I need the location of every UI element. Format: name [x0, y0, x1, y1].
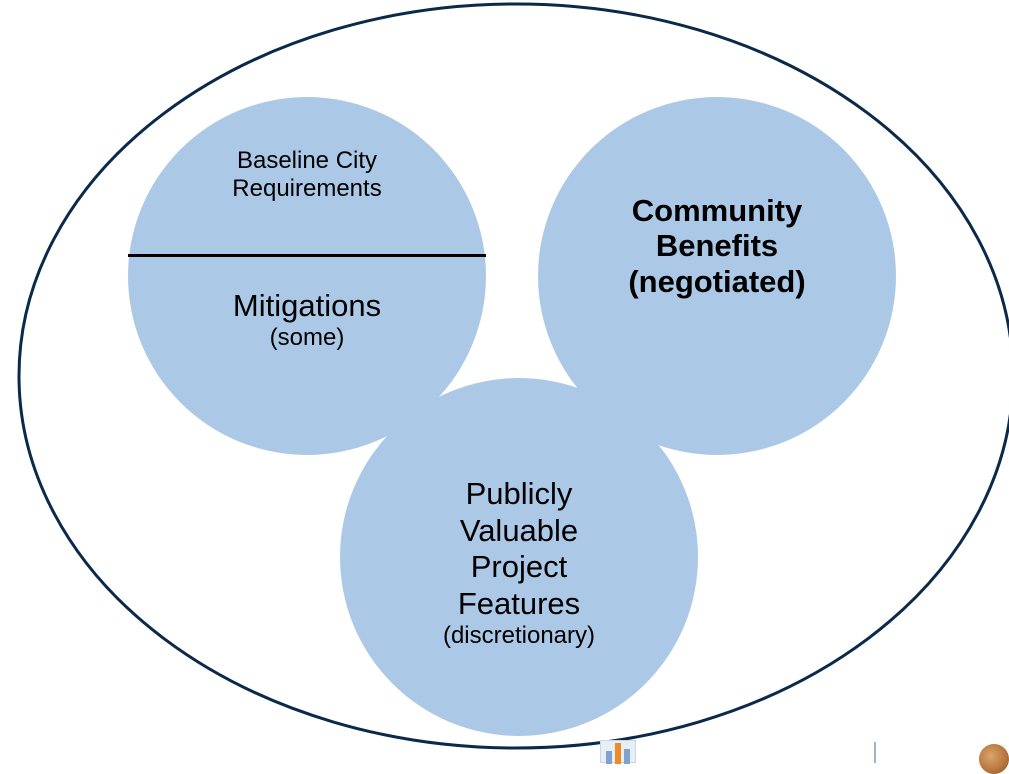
features-sub: (discretionary) [442, 622, 596, 650]
community-benefits-label: Community Benefits (negotiated) [538, 193, 896, 299]
features-line-1: Publicly [465, 476, 573, 511]
footer-logos [600, 740, 1009, 774]
circle-divider-line [128, 254, 486, 257]
baseline-mitigations-circle [128, 97, 486, 455]
mitigations-label: Mitigations (some) [128, 288, 486, 351]
logo-divider [874, 742, 876, 763]
baseline-line-1: Baseline City [236, 147, 378, 174]
publicly-valuable-label: Publicly Valuable Project Features (disc… [340, 476, 698, 650]
community-line-1: Community [631, 193, 803, 228]
publicly-valuable-features-circle [340, 378, 698, 736]
baseline-requirements-label: Baseline City Requirements [128, 147, 486, 202]
mitigations-sub: (some) [269, 323, 345, 351]
city-seal-icon [979, 744, 1009, 774]
community-line-2: Benefits [655, 228, 779, 264]
community-line-3: (negotiated) [628, 263, 806, 299]
features-line-2: Valuable [459, 512, 579, 548]
features-line-4: Features [457, 585, 581, 621]
baseline-line-2: Requirements [232, 174, 382, 202]
bar-chart-logo-icon [600, 740, 636, 764]
mitigations-main: Mitigations [232, 288, 382, 323]
features-line-3: Project [470, 549, 568, 585]
